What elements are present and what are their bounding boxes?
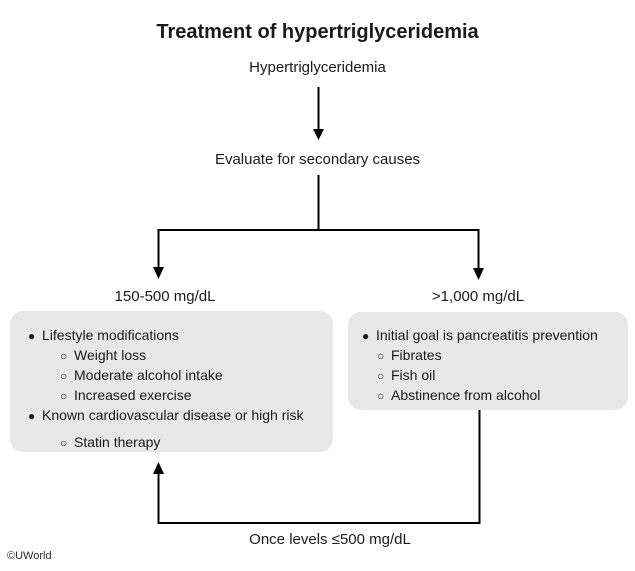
flow-node-evaluate: Evaluate for secondary causes [214,151,421,168]
bullet-open-icon: ○ [60,389,68,403]
bullet-open-icon: ○ [377,369,385,383]
list-item: ○ Weight loss [10,346,327,366]
page-title: Treatment of hypertriglyceridemia [156,21,479,43]
list-item: ○ Fibrates [348,346,622,366]
feedback-loop-label: Once levels ≤500 mg/dL [249,531,411,548]
bullet-filled-icon: ● [28,409,36,423]
flow-node-root: Hypertriglyceridemia [249,59,386,76]
list-item-text: Lifestyle modifications [42,327,179,343]
list-item: ○ Increased exercise [10,386,327,406]
bullet-open-icon: ○ [377,389,385,403]
bullet-open-icon: ○ [60,436,68,450]
bullet-open-icon: ○ [377,349,385,363]
bullet-open-icon: ○ [60,349,68,363]
bullet-filled-icon: ● [28,329,36,343]
right-treatment-box: ● Initial goal is pancreatitis preventio… [348,312,628,410]
arrowhead-down-icon [473,268,484,280]
list-item-text: Increased exercise [74,387,192,403]
list-item-text: Statin therapy [74,434,161,450]
branch-label-left: 150-500 mg/dL [114,288,216,305]
list-item-text: Known cardiovascular disease or high ris… [42,407,304,423]
left-treatment-box: ● Lifestyle modifications ○ Weight loss … [10,311,333,452]
arrowhead-down-icon [153,267,164,279]
list-item-text: Fibrates [391,347,442,363]
arrowhead-down-icon [313,129,324,140]
branch-label-right: >1,000 mg/dL [431,288,525,305]
branch-connector [157,229,480,269]
list-item: ● Lifestyle modifications [10,326,327,346]
list-item-text: Abstinence from alcohol [391,387,541,403]
list-item-text: Initial goal is pancreatitis prevention [376,327,598,343]
list-item-text: Fish oil [391,367,436,383]
list-item-text: Moderate alcohol intake [74,367,223,383]
list-item: ● Initial goal is pancreatitis preventio… [348,326,622,346]
list-item: ○ Abstinence from alcohol [348,386,622,406]
arrowhead-up-icon [153,462,164,474]
bullet-open-icon: ○ [60,369,68,383]
list-item: ● Known cardiovascular disease or high r… [10,406,327,426]
list-item: ○ Fish oil [348,366,622,386]
list-item: ○ Moderate alcohol intake [10,366,327,386]
copyright-text: ©UWorld [7,550,52,562]
list-item: ○ Statin therapy [10,433,327,453]
list-item-text: Weight loss [74,347,147,363]
bullet-filled-icon: ● [362,329,370,343]
